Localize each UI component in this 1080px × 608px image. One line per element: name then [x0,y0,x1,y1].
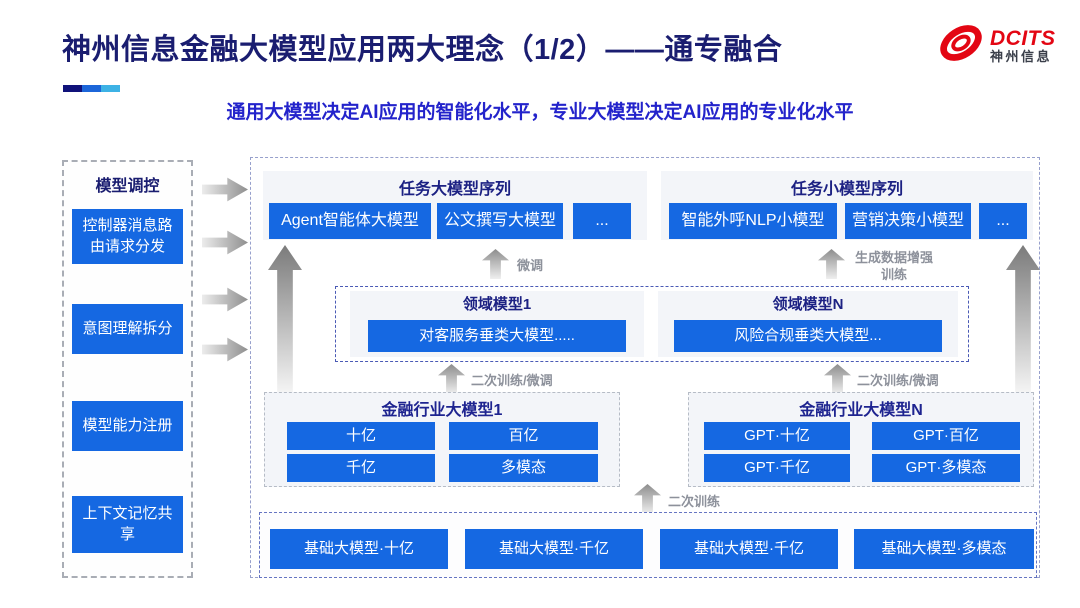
industry-model-1-title: 金融行业大模型1 [381,402,503,419]
gpt-billion-model-button[interactable]: GPT·十亿 [704,422,850,450]
gpt-multimodal-model-button[interactable]: GPT·多模态 [872,454,1020,482]
sidebar-item-router-dispatch[interactable]: 控制器消息路由请求分发 [72,209,183,264]
industry-model-1-panel: 金融行业大模型1 十亿 百亿 千亿 多模态 [264,392,620,487]
base-model-container: 基础大模型·十亿 基础大模型·千亿 基础大模型·千亿 基础大模型·多模态 [259,512,1037,578]
industry-model-n-panel: 金融行业大模型N GPT·十亿 GPT·百亿 GPT·千亿 GPT·多模态 [688,392,1034,487]
title-accent-bar [63,85,120,92]
retrain-finetune-label-right: 二次训练/微调 [857,373,939,388]
task-large-model-panel: 任务大模型序列 Agent智能体大模型 公文撰写大模型 ... [263,171,647,240]
base-model-hundred-billion-button[interactable]: 基础大模型·千亿 [465,529,643,569]
model-architecture-container: 任务大模型序列 Agent智能体大模型 公文撰写大模型 ... 任务小模型序列 … [250,157,1040,578]
billion-model-button[interactable]: 十亿 [287,422,435,450]
sidebar-title: 模型调控 [95,178,160,195]
page-title: 神州信息金融大模型应用两大理念（1/2）——通专融合 [62,34,783,66]
base-model-billion-button[interactable]: 基础大模型·十亿 [270,529,448,569]
base-model-hundred-billion-2-button[interactable]: 基础大模型·千亿 [660,529,838,569]
domain-model-1-panel: 领域模型1 对客服务垂类大模型..... [350,291,644,357]
right-arrow-icon [202,230,248,255]
task-small-model-panel: 任务小模型序列 智能外呼NLP小模型 营销决策小模型 ... [661,171,1033,240]
sidebar-item-intent-split[interactable]: 意图理解拆分 [72,304,183,354]
dcits-swirl-icon [938,20,984,71]
up-arrow-icon [634,484,661,514]
retrain-label: 二次训练 [668,494,721,509]
logo-company-text: 神州信息 [990,48,1053,64]
more-small-models-button[interactable]: ... [979,203,1027,239]
task-small-model-title: 任务小模型序列 [790,181,903,198]
sidebar-item-context-memory[interactable]: 上下文记忆共享 [72,496,183,553]
up-arrow-tall-icon [268,245,302,392]
right-arrow-icon [202,287,248,312]
document-writing-model-button[interactable]: 公文撰写大模型 [437,203,563,239]
more-large-models-button[interactable]: ... [573,203,631,239]
domain-model-container: 领域模型1 对客服务垂类大模型..... 领域模型N 风险合规垂类大模型... [335,286,969,362]
model-control-sidebar: 模型调控 控制器消息路由请求分发 意图理解拆分 模型能力注册 上下文记忆共享 [62,160,193,578]
accent-bar-segment [63,85,82,92]
finetune-label: 微调 [517,258,544,273]
base-model-multimodal-button[interactable]: 基础大模型·多模态 [854,529,1034,569]
industry-model-n-title: 金融行业大模型N [799,402,923,419]
accent-bar-segment [82,85,101,92]
domain-model-n-title: 领域模型N [772,296,844,313]
agent-large-model-button[interactable]: Agent智能体大模型 [269,203,431,239]
customer-service-vertical-model-button[interactable]: 对客服务垂类大模型..... [368,320,626,352]
right-arrow-icon [202,337,248,362]
ten-billion-model-button[interactable]: 百亿 [449,422,598,450]
accent-bar-segment [101,85,120,92]
right-arrow-icon [202,177,248,202]
logo-brand-text: DCITS [990,26,1056,50]
up-arrow-icon [438,364,465,394]
retrain-finetune-label-left: 二次训练/微调 [471,373,553,388]
up-arrow-tall-icon [1006,245,1040,392]
marketing-decision-model-button[interactable]: 营销决策小模型 [845,203,971,239]
outbound-nlp-model-button[interactable]: 智能外呼NLP小模型 [669,203,837,239]
risk-compliance-vertical-model-button[interactable]: 风险合规垂类大模型... [674,320,942,352]
gpt-ten-billion-model-button[interactable]: GPT·百亿 [872,422,1020,450]
task-large-model-title: 任务大模型序列 [398,181,511,198]
dcits-logo: DCITS 神州信息 [938,20,1056,71]
gen-data-augment-label: 生成数据增强训练 [854,250,933,282]
up-arrow-icon [824,364,851,394]
domain-model-n-panel: 领域模型N 风险合规垂类大模型... [658,291,958,357]
slide-subtitle: 通用大模型决定AI应用的智能化水平，专业大模型决定AI应用的专业化水平 [226,102,854,123]
up-arrow-icon [818,249,845,279]
hundred-billion-model-button[interactable]: 千亿 [287,454,435,482]
sidebar-item-capability-register[interactable]: 模型能力注册 [72,401,183,451]
domain-model-1-title: 领域模型1 [462,296,532,313]
multimodal-model-button[interactable]: 多模态 [449,454,598,482]
gpt-hundred-billion-model-button[interactable]: GPT·千亿 [704,454,850,482]
up-arrow-icon [482,249,509,279]
